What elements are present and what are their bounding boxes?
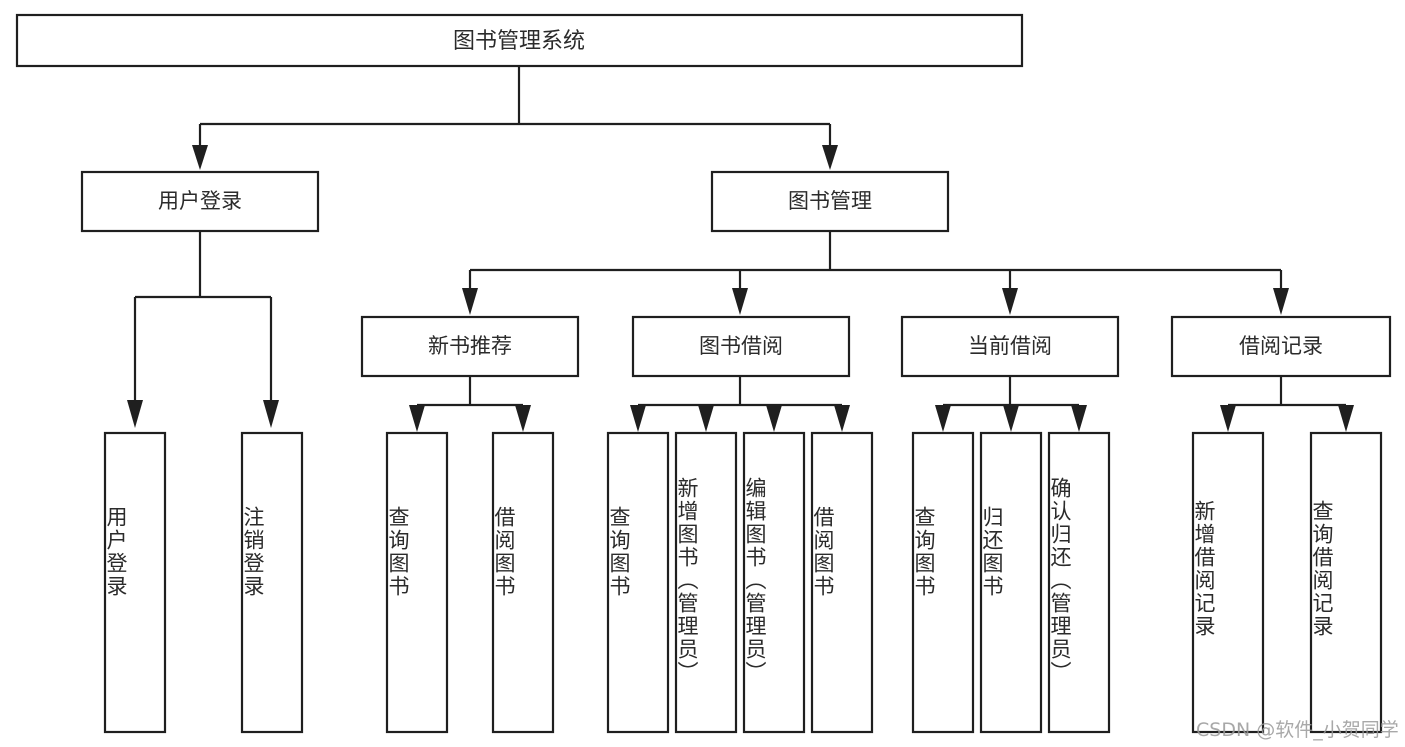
node-book-management[interactable]: 图书管理 [710, 170, 950, 233]
node-borrow-record-box[interactable] [1170, 315, 1392, 378]
node-borrow-record-label: 借阅记录 [1239, 334, 1323, 358]
node-new-book-recommend-label: 新书推荐 [428, 334, 512, 358]
node-borrow-record[interactable]: 借阅记录 [1170, 315, 1392, 378]
leaf-box-return-book[interactable] [979, 431, 1043, 734]
arrowhead-new-book [462, 288, 478, 315]
arrowhead-cb-leaf-1 [935, 405, 951, 432]
node-book-borrow-box[interactable] [631, 315, 851, 378]
connector-group-new-book-to-leaves [409, 376, 531, 432]
arrowhead-bb-leaf-3 [766, 405, 782, 432]
leaf-box-add-borrow-record[interactable] [1191, 431, 1265, 734]
node-current-borrow[interactable]: 当前借阅 [900, 315, 1120, 378]
leaf-box-logout[interactable] [240, 431, 304, 734]
arrowhead-book-borrow [732, 288, 748, 315]
leaf-box-add-book-admin[interactable] [674, 431, 738, 734]
arrowhead-borrow-record [1273, 288, 1289, 315]
arrowhead-current-borrow [1002, 288, 1018, 315]
node-user-login-label: 用户登录 [158, 189, 242, 213]
leaf-box-edit-book-admin[interactable] [742, 431, 806, 734]
arrowhead-br-leaf-2 [1338, 405, 1354, 432]
leaf-box-confirm-return-admin[interactable] [1047, 431, 1111, 734]
arrowhead-nb-leaf-2 [515, 405, 531, 432]
arrowhead-user-login [192, 145, 208, 170]
leaf-boxes-user-login [103, 431, 304, 734]
node-root-system-box[interactable] [15, 13, 1024, 68]
connector-group-book-borrow-to-leaves [630, 376, 850, 432]
node-root-system-label: 图书管理系统 [453, 29, 585, 54]
connector-group-user-login-to-leaves [127, 231, 279, 428]
arrowhead-leaf-logout [263, 400, 279, 428]
arrowhead-book-mgmt [822, 145, 838, 170]
arrowhead-bb-leaf-4 [834, 405, 850, 432]
node-book-management-box[interactable] [710, 170, 950, 233]
node-root-system[interactable]: 图书管理系统 [15, 13, 1024, 68]
csdn-watermark: CSDN @软件_小贺同学 [1196, 719, 1399, 741]
leaf-box-query-book-2[interactable] [606, 431, 670, 734]
arrowhead-cb-leaf-3 [1071, 405, 1087, 432]
arrowhead-nb-leaf-1 [409, 405, 425, 432]
leaf-box-query-book-3[interactable] [911, 431, 975, 734]
arrowhead-br-leaf-1 [1220, 405, 1236, 432]
leaf-box-borrow-book-1[interactable] [491, 431, 555, 734]
connector-group-root-to-level2 [192, 66, 838, 170]
node-new-book-recommend-box[interactable] [360, 315, 580, 378]
leaf-boxes-current-borrow [911, 431, 1111, 734]
leaf-box-query-borrow-record[interactable] [1309, 431, 1383, 734]
arrowhead-bb-leaf-1 [630, 405, 646, 432]
node-current-borrow-label: 当前借阅 [968, 334, 1052, 358]
leaf-boxes-borrow-record [1191, 431, 1383, 734]
leaf-boxes-book-borrow [606, 431, 874, 734]
leaf-box-query-book-1[interactable] [385, 431, 449, 734]
node-new-book-recommend[interactable]: 新书推荐 [360, 315, 580, 378]
leaf-boxes-new-book-recommend [385, 431, 555, 734]
arrowhead-cb-leaf-2 [1003, 405, 1019, 432]
node-current-borrow-box[interactable] [900, 315, 1120, 378]
arrowhead-leaf-user-login [127, 400, 143, 428]
arrowhead-bb-leaf-2 [698, 405, 714, 432]
connector-group-borrow-record-to-leaves [1220, 376, 1354, 432]
leaf-box-borrow-book-2[interactable] [810, 431, 874, 734]
node-book-management-label: 图书管理 [788, 189, 872, 213]
leaf-box-user-login[interactable] [103, 431, 167, 734]
node-user-login[interactable]: 用户登录 [80, 170, 320, 233]
connector-group-book-mgmt-to-level3 [462, 231, 1289, 315]
node-book-borrow-label: 图书借阅 [699, 334, 783, 358]
connector-group-current-borrow-to-leaves [935, 376, 1087, 432]
node-user-login-box[interactable] [80, 170, 320, 233]
node-book-borrow[interactable]: 图书借阅 [631, 315, 851, 378]
